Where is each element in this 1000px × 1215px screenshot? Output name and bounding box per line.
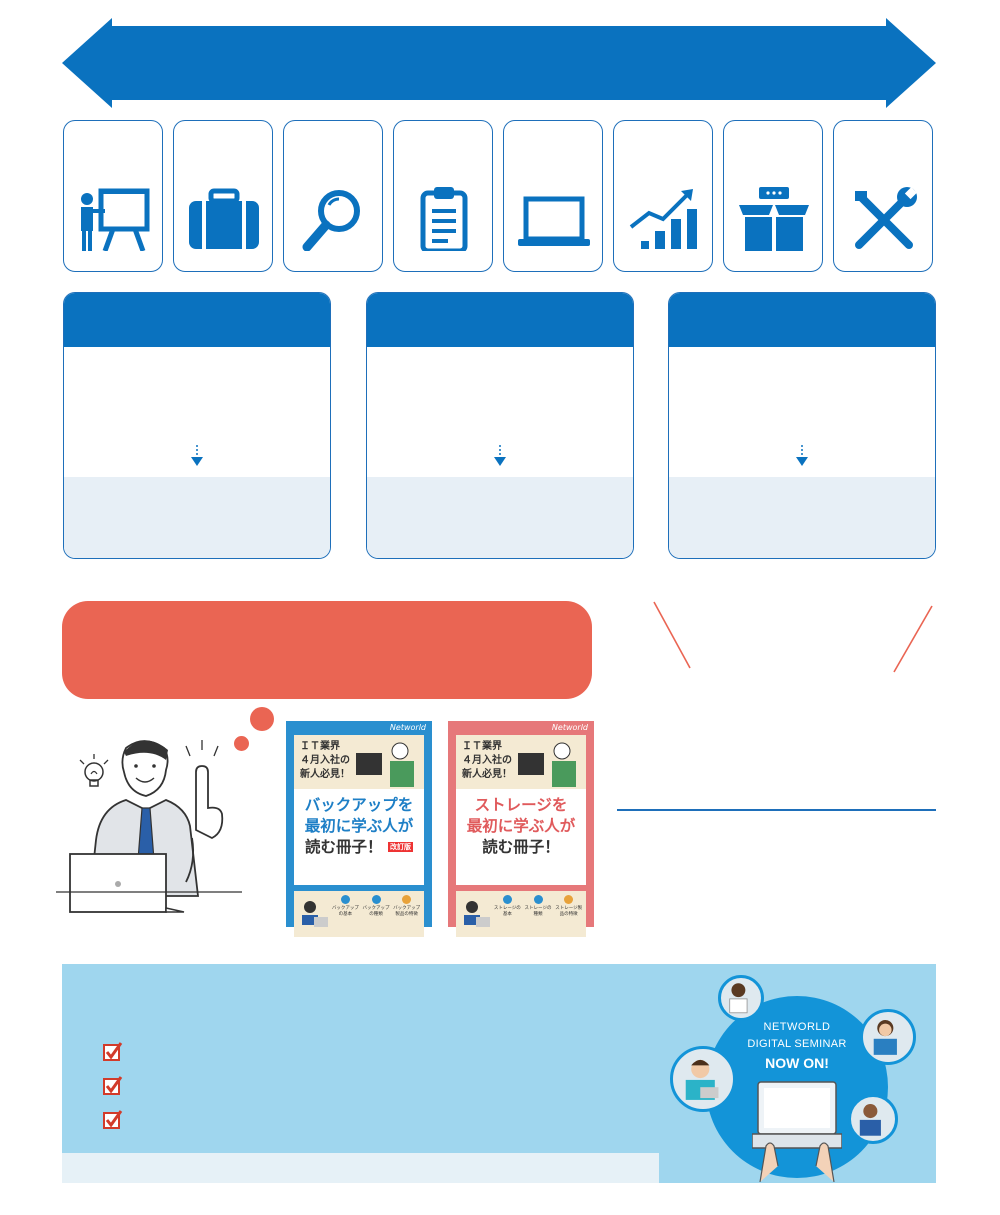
booklet-title-line: ストレージを (474, 796, 568, 814)
tile-server-box (723, 120, 823, 272)
thought-bubble-large (250, 707, 274, 731)
brand-logo: Networld (551, 723, 588, 732)
service-card-3 (668, 292, 936, 559)
booklet-title: ストレージを 最初に学ぶ人が 読む冊子！ (456, 789, 586, 885)
businessman-illustration (56, 740, 242, 913)
booklet-title-line: バックアップを (304, 796, 414, 814)
coral-banner[interactable] (62, 601, 592, 699)
booklet-storage[interactable]: ＩＴ業界 ４月入社の 新人必見！ Networld ストレージを 最初に学ぶ人が… (448, 721, 594, 937)
tile-tools (833, 120, 933, 272)
section-divider (617, 809, 936, 811)
down-arrow-icon (494, 445, 506, 466)
presentation-icon (81, 188, 150, 251)
seminar-line-2: DIGITAL SEMINAR (747, 1038, 847, 1050)
tile-magnifier (283, 120, 383, 272)
booklet-step: バックアップの種類 (362, 906, 390, 917)
thought-bubble-small (234, 736, 249, 751)
briefcase-icon (189, 188, 259, 249)
booklet-header-line: ＩＴ業界 (300, 741, 340, 752)
booklet-title-line: 最初に学ぶ人が (304, 817, 414, 835)
tile-presentation (63, 120, 163, 272)
person-at-laptop-icon (464, 901, 490, 927)
card-header (367, 293, 633, 347)
booklet-header-line: ４月入社の (462, 755, 512, 766)
avatar-man-left (670, 1046, 736, 1112)
card-body-lower (64, 477, 330, 558)
card-body-lower (367, 477, 633, 558)
avatar-woman-right (860, 1009, 916, 1065)
booklet-step: ストレージの基本 (493, 906, 521, 917)
seminar-footer-strip (62, 1153, 659, 1183)
booklet-title-line: 読む冊子！ (305, 838, 383, 856)
booklet-header-line: ＩＴ業界 (462, 741, 502, 752)
booklet-footer: バックアップの基本 バックアップの種類 バックアップ製品の特徴 (294, 891, 424, 937)
service-card-2 (366, 292, 634, 559)
booklet-step: ストレージ製品の特徴 (555, 906, 583, 917)
booklet-title-line: 読む冊子！ (482, 838, 560, 856)
booklet-footer: ストレージの基本 ストレージの種類 ストレージ製品の特徴 (456, 891, 586, 937)
service-card-1 (63, 292, 331, 559)
growth-chart-icon (629, 189, 697, 249)
tile-growth-chart (613, 120, 713, 272)
card-header (669, 293, 935, 347)
card-body-lower (669, 477, 935, 558)
brand-logo: Networld (389, 723, 426, 732)
booklet-step: ストレージの種類 (524, 906, 552, 917)
tile-clipboard (393, 120, 493, 272)
down-arrow-icon (796, 445, 808, 466)
checkbox-icon (103, 1076, 123, 1095)
down-arrow-icon (191, 445, 203, 466)
laptop-icon (518, 196, 590, 246)
accent-lines (653, 601, 933, 673)
booklet-title: バックアップを 最初に学ぶ人が 読む冊子！ 改訂版 (294, 789, 424, 885)
tile-briefcase (173, 120, 273, 272)
tools-icon (855, 187, 917, 249)
checkbox-icon (103, 1042, 123, 1061)
server-box-icon (739, 187, 809, 251)
booklet-step: バックアップ製品の特徴 (393, 906, 421, 917)
booklet-backup[interactable]: ＩＴ業界 ４月入社の 新人必見！ Networld バックアップを 最初に学ぶ人… (286, 721, 432, 937)
double-arrow-banner (62, 18, 936, 108)
magnifier-icon (302, 190, 360, 251)
revised-badge: 改訂版 (387, 842, 413, 852)
avatar-man-right (848, 1094, 898, 1144)
seminar-line-1: NETWORLD (763, 1021, 831, 1033)
card-header (64, 293, 330, 347)
reading-person-illustration (518, 742, 576, 787)
booklet-header: ＩＴ業界 ４月入社の 新人必見！ (456, 735, 586, 789)
laptop-hands-illustration (752, 1081, 842, 1182)
clipboard-icon (420, 187, 468, 251)
seminar-line-3: NOW ON! (765, 1055, 829, 1071)
booklet-header-line: 新人必見！ (300, 769, 350, 780)
avatar-woman-top (718, 975, 764, 1021)
booklet-header-line: ４月入社の (300, 755, 350, 766)
checkbox-icon (103, 1110, 123, 1129)
booklet-step: バックアップの基本 (331, 906, 359, 917)
booklet-header: ＩＴ業界 ４月入社の 新人必見！ (294, 735, 424, 789)
booklet-title-line: 最初に学ぶ人が (466, 817, 576, 835)
reading-person-illustration (356, 742, 414, 787)
person-at-laptop-icon (302, 901, 328, 927)
tile-laptop (503, 120, 603, 272)
booklet-header-line: 新人必見！ (462, 769, 512, 780)
